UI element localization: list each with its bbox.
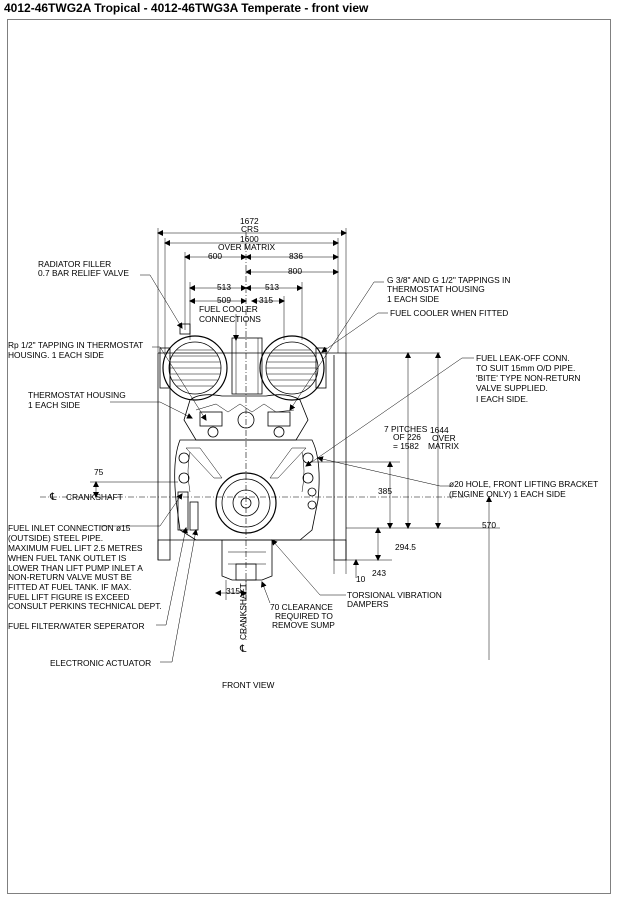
callout-g-tappings-3: 1 EACH SIDE (387, 294, 440, 304)
dim-matrix: MATRIX (428, 441, 459, 451)
callout-actuator: ELECTRONIC ACTUATOR (50, 658, 151, 668)
callout-fuel-leak-1: FUEL LEAK-OFF CONN. (476, 353, 570, 363)
drawing-border (7, 19, 611, 894)
callout-fuel-inlet-3: MAXIMUM FUEL LIFT 2.5 METRES (8, 543, 143, 553)
callout-torsional-2: DAMPERS (347, 599, 389, 609)
dim-1672: 1672 (240, 216, 259, 226)
callout-fuel-inlet-4: WHEN FUEL TANK OUTLET IS (8, 553, 127, 563)
callout-radiator-filler-1: RADIATOR FILLER (38, 259, 111, 269)
dim-294-5: 294.5 (395, 542, 416, 552)
dim-crs: CRS (241, 224, 259, 234)
view-label: FRONT VIEW (222, 680, 275, 690)
crankshaft-vertical-cl-symbol: ℄ (239, 644, 247, 655)
right-dimensions (310, 352, 500, 660)
top-dimensions (157, 228, 347, 353)
fuel-cooler-left (159, 335, 228, 401)
callout-torsional-1: TORSIONAL VIBRATION (347, 590, 442, 600)
callout-fuel-inlet-8: FUEL LIFT FIGURE IS EXCEED (8, 592, 129, 602)
leader-lines (100, 274, 474, 663)
dim-over: OVER (432, 433, 456, 443)
callout-fuel-inlet-6: NON-RETURN VALVE MUST BE (8, 572, 132, 582)
callout-fuel-leak-5: I EACH SIDE. (476, 394, 528, 404)
callout-fuel-inlet-5: LOWER THAN LIFT PUMP INLET A (8, 563, 143, 573)
dim-10: 10 (356, 574, 366, 584)
dim-1600: 1600 (240, 234, 259, 244)
crankshaft-label: CRANKSHAFT (66, 492, 123, 502)
callout-fuel-inlet-7: FITTED AT FUEL TANK. IF MAX. (8, 582, 131, 592)
dim-509: 509 (217, 295, 231, 305)
dim-600: 600 (208, 251, 222, 261)
callout-clearance-1: 70 CLEARANCE (270, 602, 333, 612)
callout-fuel-inlet-2: (OUTSIDE) STEEL PIPE. (8, 533, 103, 543)
callout-hole-1: ø20 HOLE, FRONT LIFTING BRACKET (449, 479, 598, 489)
callout-thermostat-2: 1 EACH SIDE (28, 400, 81, 410)
engine-outline (157, 323, 347, 581)
callout-radiator-filler-2: 0.7 BAR RELIEF VALVE (38, 268, 129, 278)
left-dimensions (90, 481, 247, 600)
crankshaft-cl-symbol: ℄ (49, 492, 57, 503)
crankshaft-vertical-label: CRANKSHAFT (238, 583, 248, 640)
dim-1644: 1644 (430, 425, 449, 435)
callout-fuel-inlet-9: CONSULT PERKINS TECHNICAL DEPT. (8, 601, 162, 611)
callout-fuel-filter: FUEL FILTER/WATER SEPERATOR (8, 621, 145, 631)
dim-315-bottom: 315 (226, 586, 240, 596)
page-title: 4012-46TWG2A Tropical - 4012-46TWG3A Tem… (4, 1, 369, 15)
callout-fuel-leak-2: TO SUIT 15mm O/D PIPE. (476, 363, 575, 373)
callout-fuel-inlet-1: FUEL INLET CONNECTION ø15 (8, 523, 131, 533)
dim-243: 243 (372, 568, 386, 578)
dim-pitches-3: = 1582 (393, 441, 419, 451)
dim-800: 800 (288, 266, 302, 276)
dim-836: 836 (289, 251, 303, 261)
callout-fuel-cooler-conn-1: FUEL COOLER (199, 304, 258, 314)
callout-fuel-cooler-fitted: FUEL COOLER WHEN FITTED (390, 308, 508, 318)
callout-fuel-cooler-conn-2: CONNECTIONS (199, 314, 261, 324)
fuel-cooler-right (259, 335, 327, 401)
callout-thermostat-1: THERMOSTAT HOUSING (28, 390, 126, 400)
callout-rp-tapping-1: Rp 1/2" TAPPING IN THERMOSTAT (8, 340, 143, 350)
dim-over-matrix: OVER MATRIX (218, 242, 275, 252)
callout-hole-2: (ENGINE ONLY) 1 EACH SIDE (449, 489, 566, 499)
callout-g-tappings-1: G 3/8" AND G 1/2" TAPPINGS IN (387, 275, 510, 285)
dim-513-left: 513 (217, 282, 231, 292)
dim-513-right: 513 (265, 282, 279, 292)
callout-clearance-3: REMOVE SUMP (272, 620, 335, 630)
dim-pitches-2: OF 226 (393, 432, 421, 442)
dim-570: 570 (482, 520, 496, 530)
callout-clearance-2: REQUIRED TO (275, 611, 333, 621)
dim-75: 75 (94, 467, 104, 477)
dim-315-top: 315 (259, 295, 273, 305)
callout-g-tappings-2: THERMOSTAT HOUSING (387, 284, 485, 294)
dim-385: 385 (378, 486, 392, 496)
dim-pitches-1: 7 PITCHES (384, 424, 428, 434)
callout-fuel-leak-3: 'BITE' TYPE NON-RETURN (476, 373, 580, 383)
callout-fuel-leak-4: VALVE SUPPLIED. (476, 383, 548, 393)
callout-rp-tapping-2: HOUSING. 1 EACH SIDE (8, 350, 104, 360)
